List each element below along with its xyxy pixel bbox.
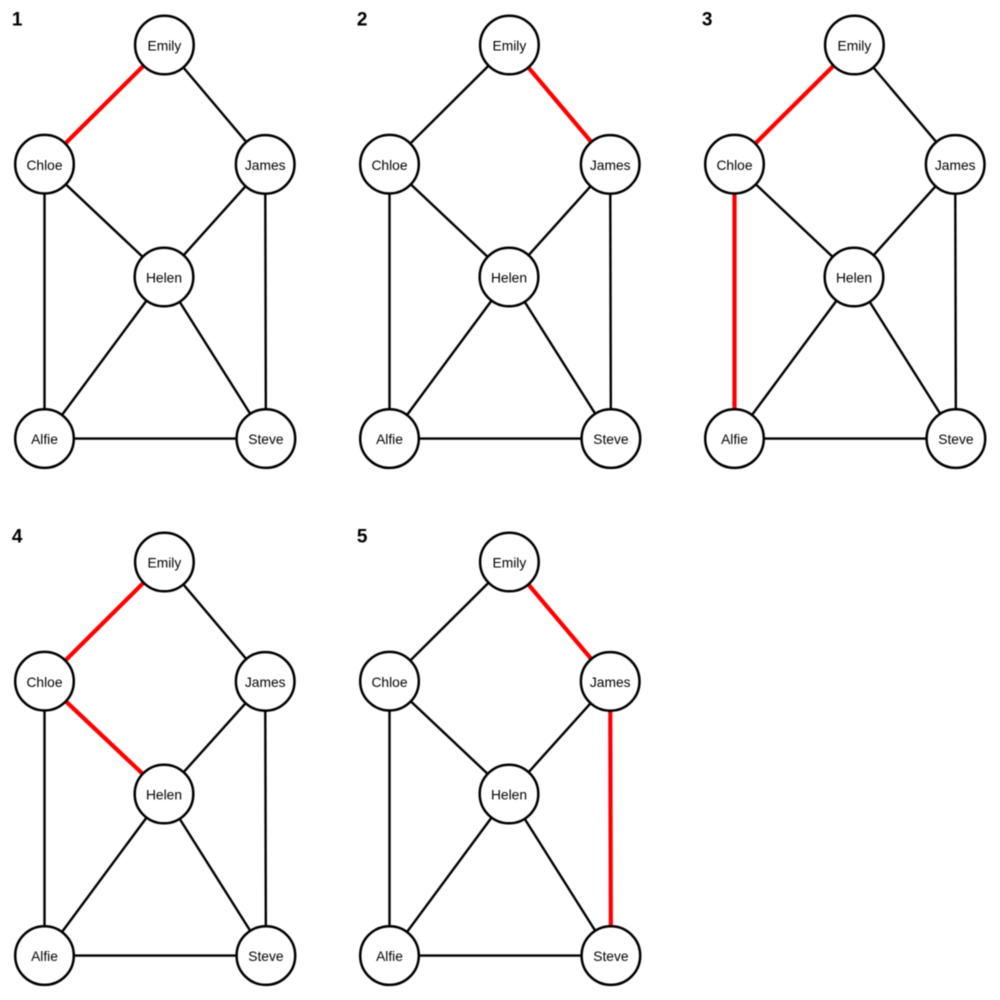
svg-text:Chloe: Chloe [716, 158, 752, 173]
svg-text:Alfie: Alfie [376, 949, 403, 964]
svg-text:Steve: Steve [593, 949, 629, 964]
svg-text:Emily: Emily [148, 556, 182, 571]
svg-text:Emily: Emily [493, 39, 527, 54]
svg-text:James: James [590, 675, 631, 690]
svg-text:4: 4 [12, 526, 23, 547]
svg-text:Steve: Steve [248, 432, 284, 447]
svg-text:Alfie: Alfie [721, 432, 748, 447]
svg-text:Helen: Helen [836, 271, 872, 286]
svg-text:Emily: Emily [148, 39, 182, 54]
svg-text:Alfie: Alfie [31, 949, 58, 964]
svg-text:Helen: Helen [146, 788, 182, 803]
svg-text:Emily: Emily [493, 556, 527, 571]
svg-text:Chloe: Chloe [26, 158, 62, 173]
svg-text:James: James [590, 158, 631, 173]
svg-text:2: 2 [357, 9, 368, 30]
svg-text:1: 1 [12, 9, 23, 30]
svg-text:Emily: Emily [838, 39, 872, 54]
svg-text:Alfie: Alfie [376, 432, 403, 447]
svg-text:Steve: Steve [938, 432, 974, 447]
svg-text:3: 3 [702, 9, 713, 30]
svg-text:Chloe: Chloe [371, 675, 407, 690]
svg-text:Helen: Helen [146, 271, 182, 286]
svg-text:Helen: Helen [491, 271, 527, 286]
svg-text:5: 5 [357, 526, 368, 547]
svg-text:James: James [245, 675, 286, 690]
svg-text:Chloe: Chloe [26, 675, 62, 690]
svg-text:James: James [245, 158, 286, 173]
svg-text:Steve: Steve [593, 432, 629, 447]
svg-text:Helen: Helen [491, 788, 527, 803]
svg-text:Chloe: Chloe [371, 158, 407, 173]
svg-text:James: James [935, 158, 976, 173]
svg-text:Steve: Steve [248, 949, 284, 964]
svg-text:Alfie: Alfie [31, 432, 58, 447]
